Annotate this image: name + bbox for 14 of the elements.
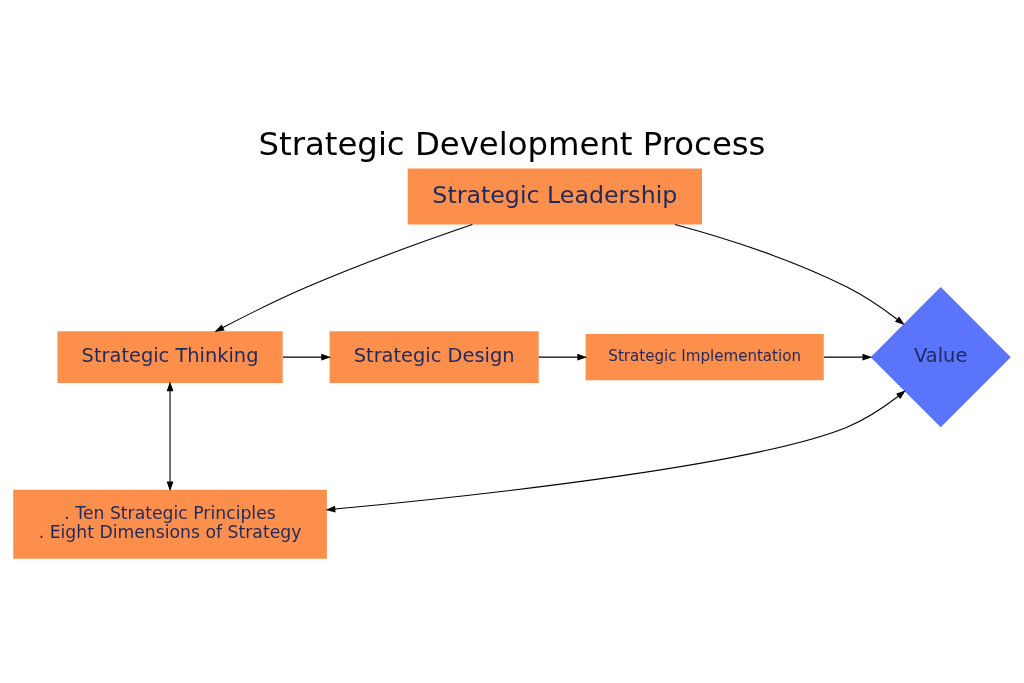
arrow [325,390,906,513]
arrow [674,224,905,326]
diagram-title: Strategic Development Process [258,124,766,163]
arrow [282,353,331,361]
arrow [538,353,588,361]
arrow [214,224,473,332]
node-box: Strategic Leadership [407,168,702,225]
node-box: . Ten Strategic Principles . Eight Dimensions of Strategy [13,489,327,559]
node-box: Strategic Implementation [585,333,824,381]
node-box: Strategic Design [329,331,539,383]
arrow [823,353,873,361]
node-diamond: Value [870,287,1011,428]
node-box: Strategic Thinking [57,331,283,383]
arrow [166,381,174,492]
